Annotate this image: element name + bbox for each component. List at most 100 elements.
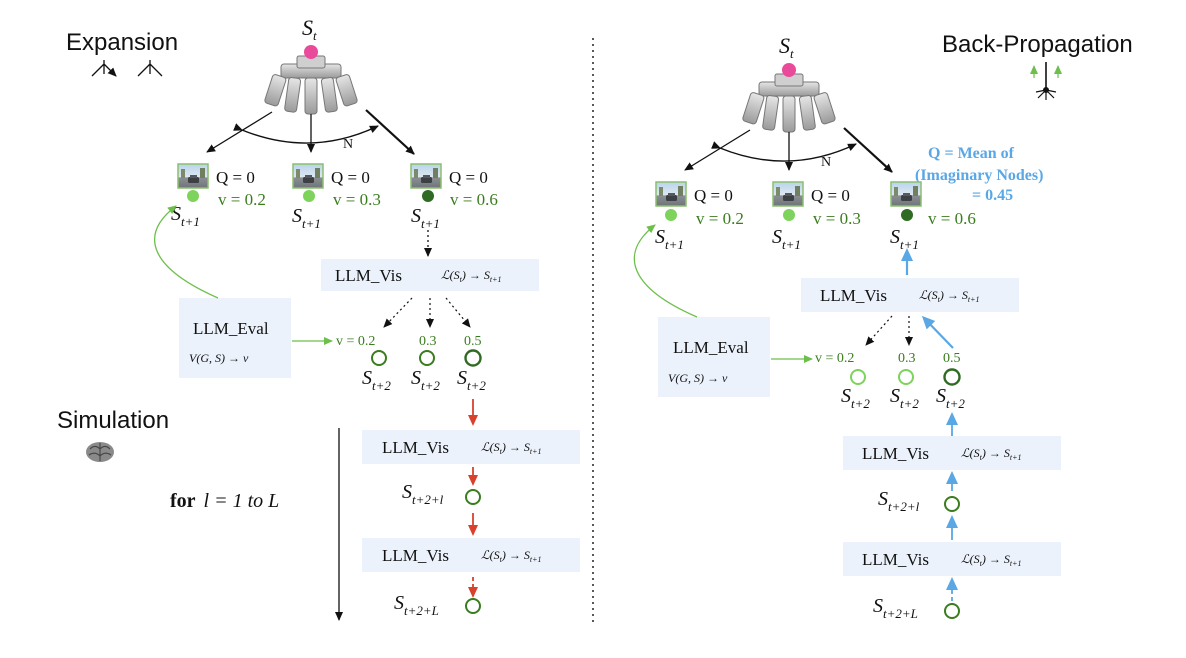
child-q-value: Q = 0 bbox=[216, 168, 255, 187]
backprop-heading: Back-Propagation bbox=[942, 31, 1133, 58]
llm-vis-box-sim2-right: LLM_Vis ℒ(St) → St+1 bbox=[843, 542, 1061, 576]
left-child-2: Q = 0 v = 0.3 St+1 bbox=[292, 163, 381, 231]
child-label: St+1 bbox=[772, 226, 801, 252]
llm-vis-formula: ℒ(St) → St+1 bbox=[481, 440, 542, 456]
child-v-value: v = 0.6 bbox=[450, 190, 498, 209]
grand-label-3: St+2 bbox=[457, 367, 486, 393]
child-q-value: Q = 0 bbox=[811, 186, 850, 205]
grand-label-1-right: St+2 bbox=[841, 385, 870, 411]
grand-value-2: 0.3 bbox=[419, 334, 437, 349]
sim-node-1 bbox=[465, 489, 481, 505]
grand-label-2: St+2 bbox=[411, 367, 440, 393]
llm-eval-formula: V(G, S) → v bbox=[189, 351, 249, 365]
n-arc bbox=[233, 123, 379, 144]
neuron-icon bbox=[1030, 62, 1062, 100]
child-q-value: Q = 0 bbox=[694, 186, 733, 205]
expansion-heading: Expansion bbox=[66, 29, 178, 56]
feedback-arrow-right bbox=[633, 224, 698, 318]
grand-label-3-right: St+2 bbox=[936, 385, 965, 411]
sim-node1-label-right: St+2+l bbox=[878, 488, 920, 514]
grand-label-2-right: St+2 bbox=[890, 385, 919, 411]
child-v-value: v = 0.3 bbox=[333, 190, 381, 209]
grand-value-2-right: 0.3 bbox=[898, 351, 916, 366]
llm-eval-box-right: LLM_Eval V(G, S) → v bbox=[658, 317, 770, 397]
right-child-1: Q = 0 v = 0.2 St+1 bbox=[655, 181, 744, 252]
dotted-branch-1 bbox=[383, 297, 413, 328]
child-node bbox=[303, 190, 315, 202]
child-v-value: v = 0.2 bbox=[218, 190, 266, 209]
llm-vis-formula: ℒ(St) → St+1 bbox=[961, 552, 1022, 568]
grand-node-3-right bbox=[943, 368, 961, 386]
grand-node-3 bbox=[464, 349, 482, 367]
root-node-right bbox=[782, 63, 796, 77]
sim-node-2-right bbox=[944, 603, 960, 619]
right-child-3: v = 0.6 St+1 bbox=[890, 181, 976, 252]
llm-vis-name: LLM_Vis bbox=[382, 438, 449, 457]
llm-eval-formula: V(G, S) → v bbox=[668, 371, 728, 385]
llm-vis-formula: ℒ(St) → St+1 bbox=[481, 548, 542, 564]
llm-vis-box-top: LLM_Vis ℒ(St) → St+1 bbox=[321, 259, 539, 291]
n-arc-right bbox=[711, 141, 857, 162]
expansion-icon bbox=[91, 60, 163, 76]
llm-vis-name: LLM_Vis bbox=[382, 546, 449, 565]
child-node bbox=[422, 190, 434, 202]
child-q-value: Q = 0 bbox=[331, 168, 370, 187]
left-child-3: Q = 0 v = 0.6 St+1 bbox=[410, 163, 498, 231]
child-node bbox=[901, 209, 913, 221]
sim-node1-label: St+2+l bbox=[402, 481, 444, 507]
right-panel: Back-Propagation St N Q = Mean of (Imagi… bbox=[633, 31, 1133, 621]
feedback-arrow bbox=[154, 205, 219, 299]
child-node bbox=[783, 209, 795, 221]
llm-vis-box-sim1: LLM_Vis ℒ(St) → St+1 bbox=[362, 430, 580, 464]
grand-value-3-right: 0.5 bbox=[943, 351, 961, 366]
edge-count-label-right: N bbox=[821, 155, 831, 170]
child-node bbox=[665, 209, 677, 221]
child-label: St+1 bbox=[411, 205, 440, 231]
grand-value-3: 0.5 bbox=[464, 334, 482, 349]
edge-left-child1 bbox=[206, 111, 273, 153]
grand-node-2-right bbox=[898, 369, 914, 385]
llm-eval-box: LLM_Eval V(G, S) → v bbox=[179, 298, 291, 378]
child-v-value: v = 0.2 bbox=[696, 209, 744, 228]
brain-icon bbox=[86, 442, 114, 462]
child-label: St+1 bbox=[292, 205, 321, 231]
llm-vis-box-top-right: LLM_Vis ℒ(St) → St+1 bbox=[801, 278, 1019, 312]
root-robot-icon-right bbox=[741, 73, 837, 133]
llm-eval-name: LLM_Eval bbox=[193, 319, 269, 338]
simulation-heading: Simulation bbox=[57, 407, 169, 434]
q-mean-annotation: Q = Mean of (Imaginary Nodes) = 0.45 bbox=[915, 145, 1047, 204]
sim-node-1-right bbox=[944, 496, 960, 512]
blue-arrow-diagonal bbox=[921, 315, 954, 349]
llm-vis-formula: ℒ(St) → St+1 bbox=[919, 288, 980, 304]
edge-count-label: N bbox=[343, 137, 353, 152]
llm-vis-formula: ℒ(St) → St+1 bbox=[441, 268, 502, 284]
root-label: St bbox=[302, 15, 317, 43]
child-v-value: v = 0.6 bbox=[928, 209, 976, 228]
child-label: St+1 bbox=[655, 226, 684, 252]
grand-node-1-right bbox=[850, 369, 866, 385]
edge-right-child3 bbox=[843, 127, 893, 173]
sim-node2-label: St+2+L bbox=[394, 592, 439, 618]
root-label-right: St bbox=[779, 33, 794, 61]
child-q-value: Q = 0 bbox=[449, 168, 488, 187]
llm-vis-name: LLM_Vis bbox=[862, 444, 929, 463]
edge-right-child1 bbox=[684, 129, 751, 171]
root-robot-icon bbox=[263, 55, 359, 115]
sim-node2-label-right: St+2+L bbox=[873, 595, 918, 621]
llm-vis-box-sim1-right: LLM_Vis ℒ(St) → St+1 bbox=[843, 436, 1061, 470]
llm-vis-formula: ℒ(St) → St+1 bbox=[961, 446, 1022, 462]
dotted-branch-3 bbox=[445, 297, 471, 328]
grand-value-1: v = 0.2 bbox=[336, 334, 375, 349]
llm-eval-name: LLM_Eval bbox=[673, 338, 749, 357]
child-v-value: v = 0.3 bbox=[813, 209, 861, 228]
right-child-2: Q = 0 v = 0.3 St+1 bbox=[772, 181, 861, 252]
child-node bbox=[187, 190, 199, 202]
edge-left-child3 bbox=[365, 109, 415, 155]
grand-node-1 bbox=[371, 350, 387, 366]
llm-vis-box-sim2: LLM_Vis ℒ(St) → St+1 bbox=[362, 538, 580, 572]
dotted-branch-1-right bbox=[865, 315, 893, 346]
root-node bbox=[304, 45, 318, 59]
llm-vis-name: LLM_Vis bbox=[820, 286, 887, 305]
